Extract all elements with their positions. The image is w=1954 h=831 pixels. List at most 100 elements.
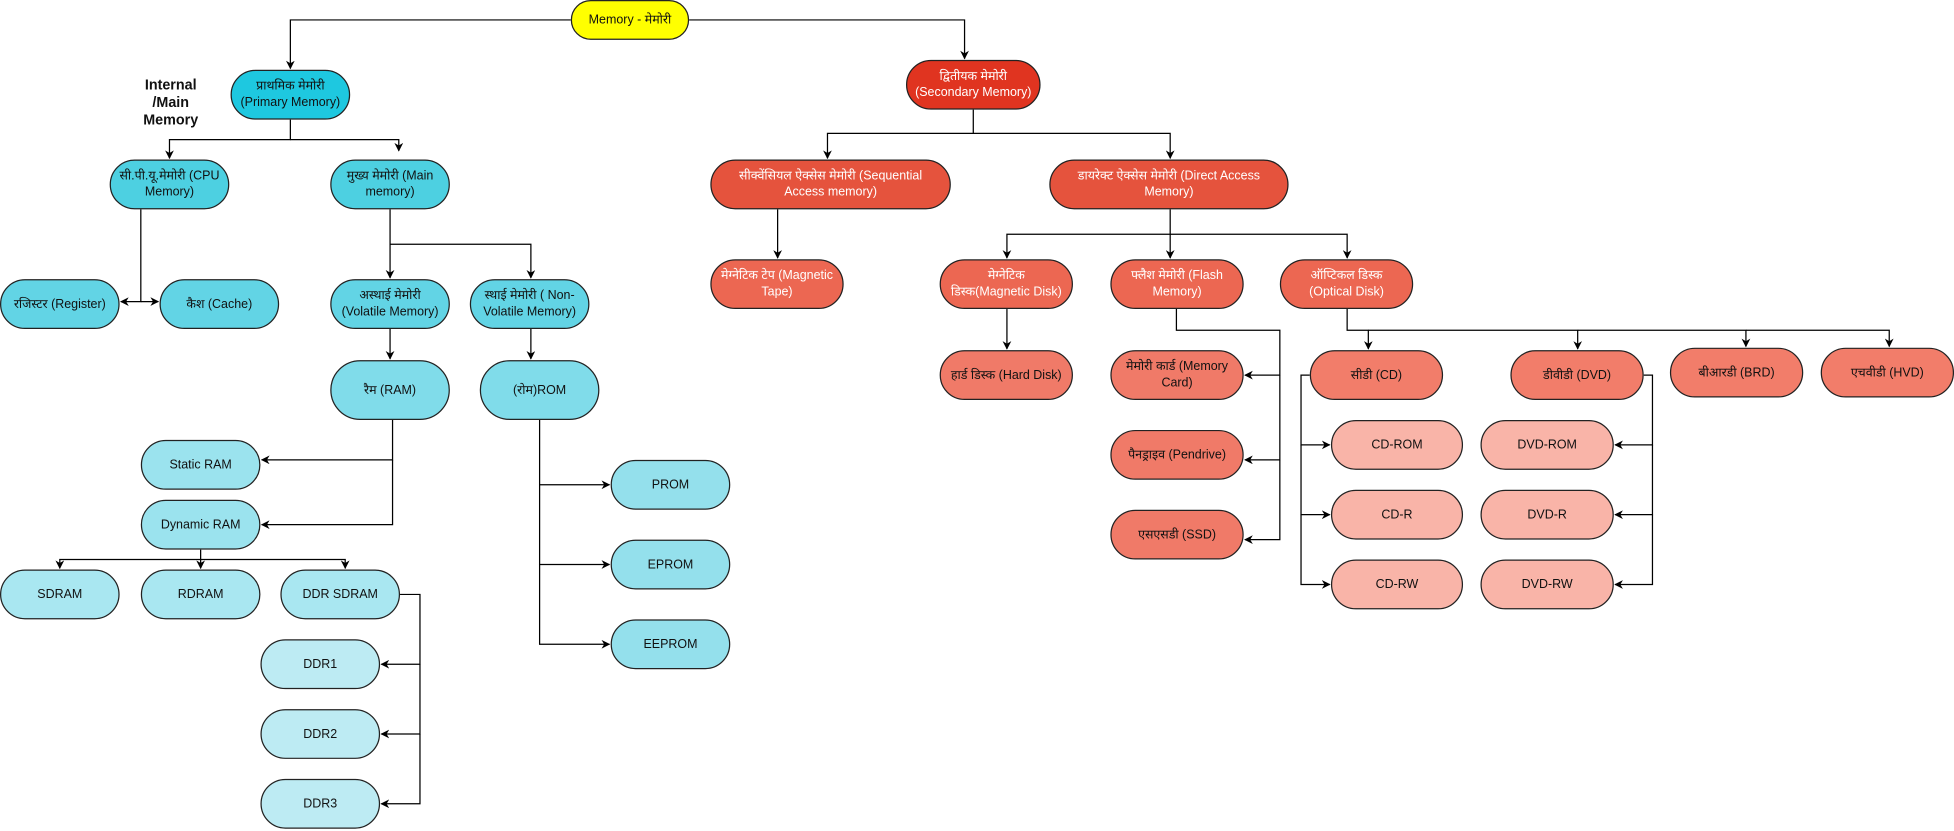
edge-optical-hvd: [1745, 329, 1894, 348]
node-dvdr[interactable]: DVD-R: [1480, 489, 1614, 540]
node-label: PROM: [651, 477, 690, 492]
node-cdrw[interactable]: CD-RW: [1330, 559, 1464, 610]
node-register[interactable]: रजिस्टर (Register): [0, 279, 120, 329]
node-magdisk[interactable]: मेग्नेटिक डिस्क(Magnetic Disk): [939, 259, 1073, 310]
node-label: पैनड्राइव (Pendrive): [1128, 448, 1226, 462]
edge-flash-ssd: [1244, 459, 1281, 544]
edge-cd-cdr: [1300, 444, 1331, 520]
node-ssd[interactable]: एसएसडी (SSD): [1110, 509, 1244, 560]
edge-rom-eprom: [538, 484, 611, 569]
edge-primary-main: [290, 138, 404, 152]
node-label: EEPROM: [643, 637, 698, 652]
node-label: Memory - मेमोरी: [588, 13, 672, 27]
node-label: मेग्नेटिक डिस्क(Magnetic Disk): [950, 269, 1062, 300]
node-label: रजिस्टर (Register): [13, 297, 106, 311]
node-ddrsdram[interactable]: DDR SDRAM: [280, 569, 401, 620]
node-main[interactable]: मुख्य मेमोरी (Main memory): [330, 159, 450, 210]
node-ddr2[interactable]: DDR2: [260, 709, 381, 759]
node-direct[interactable]: डायरेक्ट ऐक्सेस मेमोरी (Direct Access Me…: [1049, 159, 1289, 210]
node-label: (रोम)ROM: [513, 383, 567, 397]
node-label: EPROM: [647, 557, 694, 572]
node-hvd[interactable]: एचवीडी (HVD): [1820, 347, 1954, 398]
node-pendrive[interactable]: पैनड्राइव (Pendrive): [1110, 429, 1244, 480]
node-label: सीडी (CD): [1350, 368, 1403, 382]
node-eprom[interactable]: EPROM: [610, 539, 731, 590]
edge-direct-magdisk: [1002, 209, 1171, 259]
node-label: Static RAM: [169, 457, 232, 472]
node-label: हार्ड डिस्क (Hard Disk): [950, 368, 1062, 382]
node-sram[interactable]: Static RAM: [140, 439, 261, 490]
edge-dram-sdram: [55, 549, 202, 570]
node-dvdrw[interactable]: DVD-RW: [1480, 559, 1614, 610]
node-ddr3[interactable]: DDR3: [260, 778, 381, 829]
node-label: CD-ROM: [1371, 438, 1423, 452]
node-dram[interactable]: Dynamic RAM: [140, 499, 261, 550]
node-label: CD-R: [1381, 507, 1413, 522]
node-label: DDR3: [303, 796, 338, 811]
edge-primary-cpu: [165, 119, 291, 160]
node-optical[interactable]: ऑप्टिकल डिस्क (Optical Disk): [1279, 259, 1414, 310]
edge-ram-dram: [260, 459, 394, 530]
node-secondary[interactable]: द्वितीयक मेमोरी (Secondary Memory): [905, 59, 1041, 110]
node-rdram[interactable]: RDRAM: [140, 569, 261, 620]
node-label: फ्लैश मेमोरी (Flash Memory): [1131, 269, 1223, 300]
edge-secondary-direct: [973, 132, 1175, 160]
node-dvd[interactable]: डीवीडी (DVD): [1510, 350, 1644, 401]
edge-rom-prom: [538, 419, 611, 490]
node-harddisk[interactable]: हार्ड डिस्क (Hard Disk): [939, 350, 1073, 401]
node-nonvolatile[interactable]: स्थाई मेमोरी ( Non-Volatile Memory): [469, 279, 590, 329]
edge-ram-sram: [260, 419, 394, 465]
node-label: DDR2: [303, 727, 338, 741]
node-rom[interactable]: (रोम)ROM: [479, 360, 600, 420]
edge-memory-secondary: [689, 19, 969, 60]
node-label: एचवीडी (HVD): [1850, 365, 1924, 380]
node-label: मेग्नेटिक टेप (Magnetic Tape): [721, 269, 833, 300]
node-memory[interactable]: Memory - मेमोरी: [570, 0, 690, 40]
node-cd[interactable]: सीडी (CD): [1309, 350, 1444, 401]
node-label: DDR SDRAM: [302, 587, 378, 602]
node-label: प्राथमिक मेमोरी (Primary Memory): [240, 79, 341, 110]
node-sequential[interactable]: सीक्वेंसियल ऐक्सेस मेमोरी (Sequential Ac…: [710, 159, 951, 210]
edge-cd-cdrom: [1300, 374, 1331, 450]
node-flash[interactable]: फ्लैश मेमोरी (Flash Memory): [1110, 259, 1244, 310]
node-label: DVD-ROM: [1517, 438, 1577, 452]
node-label: डीवीडी (DVD): [1543, 368, 1612, 382]
node-label: एसएसडी (SSD): [1138, 527, 1216, 542]
node-label: द्वितीयक मेमोरी (Secondary Memory): [915, 69, 1032, 100]
edge-cpu-register: [120, 209, 142, 306]
edge-optical-brd: [1577, 329, 1751, 348]
edge-dram-ddrsdram: [200, 558, 350, 570]
edge-cd-cdrw: [1300, 514, 1331, 589]
node-ddr1[interactable]: DDR1: [260, 639, 381, 690]
node-dvdrom[interactable]: DVD-ROM: [1480, 419, 1614, 470]
node-cpu[interactable]: सी.पी.यू.मेमोरी (CPU Memory): [109, 159, 230, 210]
node-ram[interactable]: रैम (RAM): [330, 360, 450, 420]
edge-dvd-dvdr: [1614, 444, 1654, 520]
node-cache[interactable]: कैश (Cache): [159, 279, 280, 329]
node-sdram[interactable]: SDRAM: [0, 569, 120, 620]
node-label: ऑप्टिकल डिस्क (Optical Disk): [1309, 269, 1384, 300]
node-cdr[interactable]: CD-R: [1330, 489, 1464, 540]
node-volatile[interactable]: अस्थाई मेमोरी (Volatile Memory): [330, 279, 450, 329]
node-label: RDRAM: [177, 587, 224, 602]
edge-flash-memcard: [1175, 309, 1281, 380]
node-tape[interactable]: मेग्नेटिक टेप (Magnetic Tape): [710, 259, 844, 310]
node-label: DVD-R: [1527, 507, 1567, 522]
node-label: SDRAM: [37, 587, 83, 602]
node-label: मेमोरी कार्ड (Memory Card): [1126, 360, 1229, 391]
edge-direct-optical: [1170, 233, 1352, 259]
edge-dvd-dvdrw: [1614, 514, 1654, 589]
node-label: अस्थाई मेमोरी (Volatile Memory): [341, 289, 439, 320]
node-label: Dynamic RAM: [160, 517, 241, 532]
node-prom[interactable]: PROM: [610, 459, 731, 510]
node-label: सी.पी.यू.मेमोरी (CPU Memory): [119, 169, 220, 200]
edge-ddrsdram-ddr1: [380, 593, 421, 669]
node-cdrom[interactable]: CD-ROM: [1330, 419, 1464, 470]
node-memcard[interactable]: मेमोरी कार्ड (Memory Card): [1110, 350, 1244, 401]
node-brd[interactable]: बीआरडी (BRD): [1669, 347, 1804, 398]
edge-optical-cd: [1346, 309, 1373, 350]
node-label: सीक्वेंसियल ऐक्सेस मेमोरी (Sequential Ac…: [739, 169, 923, 200]
node-primary[interactable]: प्राथमिक मेमोरी (Primary Memory): [230, 69, 351, 120]
node-eeprom[interactable]: EEPROM: [610, 619, 731, 670]
internal-main-memory-label: Internal /Main Memory: [143, 78, 199, 129]
